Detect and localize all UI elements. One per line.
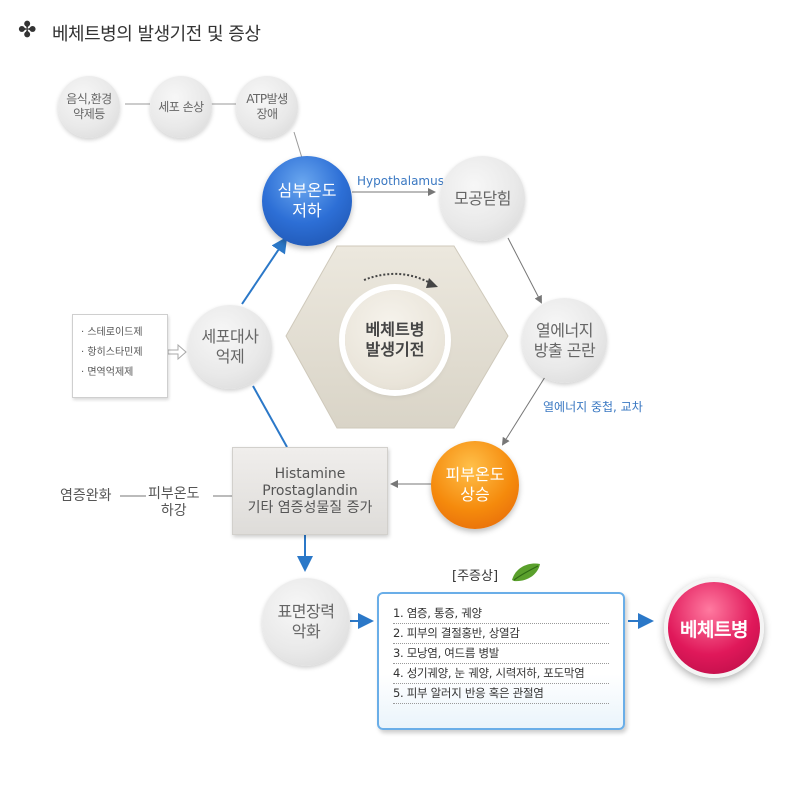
- cause-food-env: 음식,환경 약제등: [58, 76, 120, 138]
- symptoms-box: 1. 염증, 통증, 궤양 2. 피부의 결절홍반, 상열감 3. 모낭염, 여…: [377, 592, 625, 730]
- inflammatory-line: 기타 염증성물질 증가: [247, 499, 373, 516]
- histamine-line: Histamine: [274, 465, 346, 482]
- symptom-item: 4. 성기궤양, 눈 궤양, 시력저하, 포도막염: [393, 664, 609, 684]
- symptom-item: 5. 피부 알러지 반응 혹은 관절염: [393, 684, 609, 704]
- symptom-item: 3. 모낭염, 여드름 병발: [393, 644, 609, 664]
- cause-cell-damage: 세포 손상: [150, 76, 212, 138]
- cell-metab-node: 세포대사 억제: [188, 305, 272, 389]
- clover-icon: ✤: [18, 18, 37, 43]
- core-temp-drop-node: 심부온도 저하: [262, 156, 352, 246]
- prostaglandin-line: Prostaglandin: [262, 482, 358, 499]
- symptoms-title: [주증상]: [452, 569, 499, 584]
- symptom-item: 2. 피부의 결절홍반, 상열감: [393, 624, 609, 644]
- pore-close-node: 모공닫힘: [440, 156, 525, 241]
- leaf-icon: [512, 563, 540, 582]
- hypothalamus-label: Hypothalamus: [357, 174, 444, 188]
- medication-item: · 스테로이드제: [81, 327, 143, 338]
- behcet-disease-node: 베체트병: [664, 578, 764, 678]
- histamine-box: Histamine Prostaglandin 기타 염증성물질 증가: [232, 447, 388, 535]
- surface-weak-node: 표면장력 악화: [262, 578, 350, 666]
- skin-temp-drop-label: 피부온도 하강: [148, 486, 200, 519]
- skin-temp-rise-node: 피부온도 상승: [431, 441, 519, 529]
- medication-item: · 항히스타민제: [81, 347, 143, 358]
- heat-release-node: 열에너지 방출 곤란: [522, 298, 607, 383]
- heat-overlap-label: 열에너지 중첩, 교차: [543, 400, 643, 414]
- page-title: 베체트병의 발생기전 및 증상: [52, 24, 261, 45]
- medication-box: · 스테로이드제 · 항히스타민제 · 면역억제제: [72, 314, 168, 398]
- center-circle: 베체트병 발생기전: [345, 290, 445, 390]
- cause-atp: ATP발생 장애: [236, 76, 298, 138]
- symptom-item: 1. 염증, 통증, 궤양: [393, 604, 609, 624]
- inflammation-relief-label: 염증완화: [60, 488, 112, 504]
- medication-item: · 면역억제제: [81, 367, 134, 378]
